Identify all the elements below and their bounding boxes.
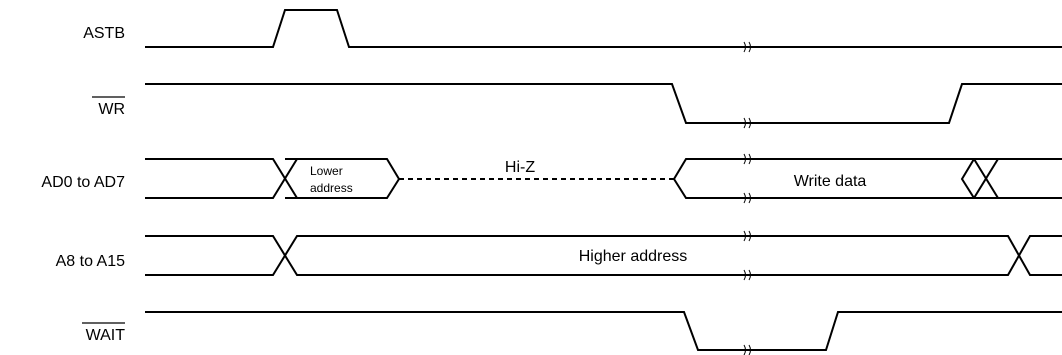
higher-address-label: Higher address	[579, 248, 688, 265]
wr-trace	[145, 83, 1062, 124]
astb-label: ASTB	[83, 25, 125, 42]
ad-bus-waveform	[145, 158, 1062, 199]
astb-trace	[145, 9, 1062, 48]
lower-address-label-line1: Lower	[310, 164, 343, 178]
write-data-cell	[672, 158, 1062, 199]
break-mark-a-top	[743, 230, 751, 242]
lower-address-label-line2: address	[310, 181, 353, 195]
break-mark-wait	[743, 344, 751, 355]
time-break-marks	[743, 41, 751, 355]
write-data-label: Write data	[794, 173, 867, 190]
wr-waveform	[145, 83, 1062, 124]
ad-bus-lower-left	[145, 158, 298, 199]
bus-labels: Lower address Hi-Z Write data Higher add…	[310, 159, 866, 265]
break-mark-ad-bottom	[743, 192, 751, 204]
break-mark-wr	[743, 117, 751, 129]
signal-labels: ASTB WR AD0 to AD7 A8 to A15 WAIT	[41, 25, 125, 344]
a-bus-trace-bottom	[145, 235, 1062, 276]
a8-a15-label: A8 to A15	[56, 253, 125, 270]
ad-bus-right-cross	[973, 158, 1062, 199]
a-bus-waveform	[145, 235, 1062, 276]
wr-label: WR	[98, 101, 125, 118]
wait-waveform	[145, 311, 1062, 351]
break-mark-a-bottom	[743, 269, 751, 281]
astb-waveform	[145, 9, 1062, 48]
wait-label: WAIT	[86, 327, 126, 344]
break-mark-ad-top	[743, 153, 751, 165]
a-bus-trace-top	[145, 235, 1062, 276]
break-mark-astb	[743, 41, 751, 53]
wait-trace	[145, 311, 1062, 351]
ad0-ad7-label: AD0 to AD7	[41, 174, 125, 191]
hiz-label: Hi-Z	[505, 159, 535, 176]
ad-bus-upper-left	[145, 158, 298, 199]
